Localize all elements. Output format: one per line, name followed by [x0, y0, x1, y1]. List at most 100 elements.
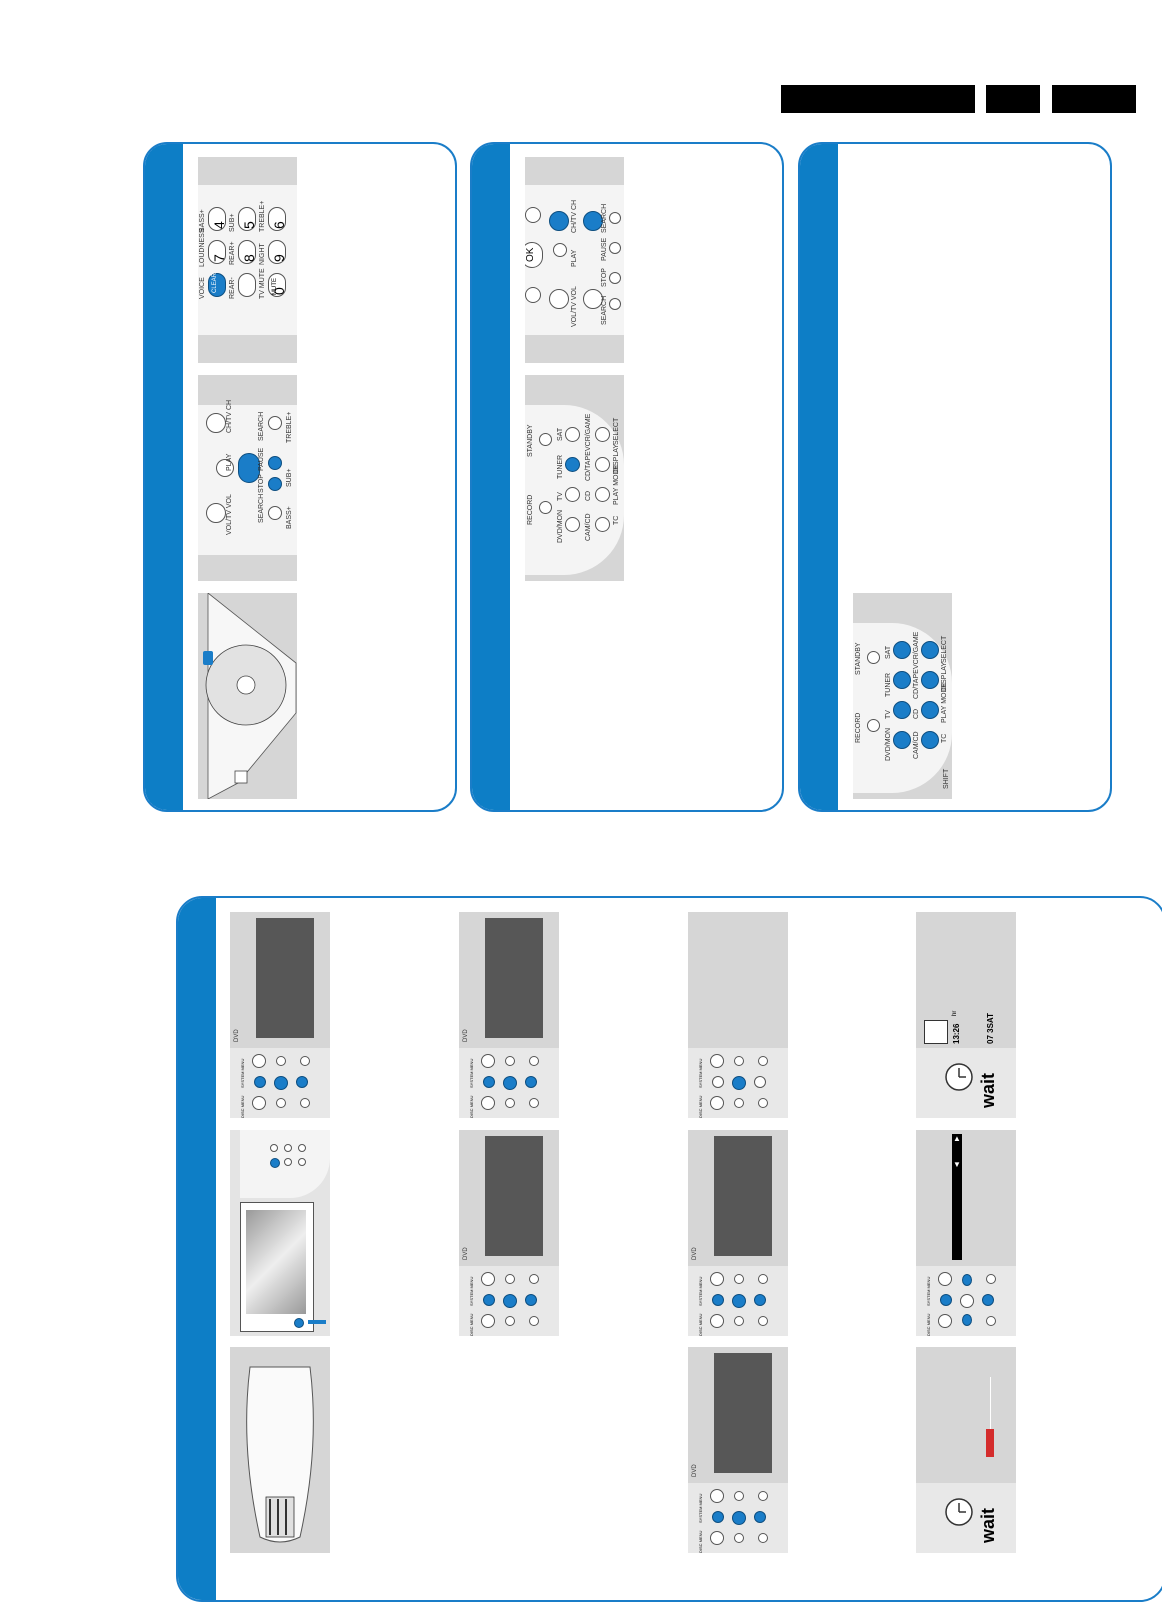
label-display-2: DISPLAY: [941, 661, 948, 691]
header-bar-3: [1052, 85, 1136, 113]
label-vcr-game: VCR/GAME: [585, 413, 592, 451]
tv-screen: [485, 918, 543, 1038]
tv-screen: [485, 1136, 543, 1256]
label-night: NIGHT: [259, 243, 266, 265]
disc-tray-illustration: [198, 593, 297, 799]
disc-menu-label: DISC MENU: [698, 1530, 703, 1553]
label-cd: CD: [585, 490, 592, 501]
label-vol: VOL/TV VOL: [226, 494, 233, 535]
step-card-power-on: [230, 1130, 330, 1336]
label-treble: TREBLE+: [259, 200, 266, 232]
remote-number-keypad: 4 5 6 7 8 9 0 CLEAR MUTE BASS+ SUB+ TREB…: [198, 157, 297, 363]
dvd-logo: DVD: [463, 1247, 469, 1260]
disc-menu-label: DISC MENU: [469, 1313, 474, 1336]
label-search-back: SEARCH: [258, 493, 265, 523]
label-sat: SAT: [557, 427, 564, 441]
label-select-2: SELECT: [941, 635, 948, 663]
label-select: SELECT: [613, 417, 620, 445]
panel-source-select: OK PLAY VOL/TV VOL CH/TV CH SEARCH STOP …: [470, 142, 784, 812]
grid-icon: [924, 1020, 948, 1044]
label-tc-2: TC: [941, 733, 948, 743]
progress-track: [990, 1377, 991, 1457]
remote-navigation-keys: OK PLAY VOL/TV VOL CH/TV CH SEARCH STOP …: [525, 157, 624, 363]
setup-hour: hr: [952, 1010, 958, 1016]
label-pause: PAUSE: [258, 447, 265, 471]
digit-5: 5: [241, 221, 257, 229]
dvd-logo: DVD: [692, 1247, 698, 1260]
panel-source-buttons: RECORD STANDBY DVD/MON TV TUNER SAT CAM/…: [798, 142, 1112, 812]
label-cd-tape-2: CD/TAPE: [913, 669, 920, 699]
label-display: DISPLAY: [613, 443, 620, 473]
label-play: PLAY: [226, 453, 233, 471]
system-menu-label: SYSTEM MENU: [469, 1058, 474, 1088]
label-vol-2: VOL/TV VOL: [571, 286, 578, 327]
system-menu-label: SYSTEM MENU: [698, 1058, 703, 1088]
disc-menu-label: DISC MENU: [698, 1313, 703, 1336]
label-shift: SHIFT: [943, 768, 950, 789]
label-tv-2: TV: [885, 710, 892, 719]
label-record-2: RECORD: [855, 712, 862, 743]
label-ch: CH/TV CH: [226, 399, 233, 433]
label-sub: SUB+: [229, 213, 236, 232]
system-menu-label: SYSTEM MENU: [240, 1058, 245, 1088]
label-tuner: TUNER: [557, 454, 564, 479]
system-menu-label: SYSTEM MENU: [926, 1276, 931, 1306]
header-bar-2: [986, 85, 1040, 113]
step-card-battery-insert: [230, 1347, 330, 1553]
arrow-down-icon: ▼: [953, 1160, 961, 1169]
step-card-tv-menu-3: DVD SYSTEM MENU DISC MENU: [459, 1130, 559, 1336]
clock-icon: [945, 1063, 973, 1091]
clock-icon: [945, 1498, 973, 1526]
arrow-up-icon: ▲: [953, 1134, 961, 1143]
panel-strip: [178, 898, 216, 1600]
label-dvd-mon: DVD/MON: [557, 509, 564, 543]
panel-strip: [145, 144, 183, 810]
power-button: [294, 1318, 304, 1328]
step-card-scroll-bar: ▲ ▼ SYSTEM MENU DISC MENU: [916, 1130, 1016, 1336]
label-loudness: LOUDNESS: [199, 228, 206, 267]
progress-bar: [986, 1429, 994, 1457]
label-tuner-2: TUNER: [885, 672, 892, 697]
scroll-bar: [952, 1134, 962, 1260]
label-tv: TV: [557, 492, 564, 501]
digit-4: 4: [211, 221, 227, 229]
step-card-tv-menu-1: DVD SYSTEM MENU DISC MENU: [230, 912, 330, 1118]
label-tc: TC: [613, 515, 620, 525]
label-standby: STANDBY: [527, 424, 534, 457]
label-stop: STOP: [258, 474, 265, 493]
label-rear-minus: REAR-: [229, 277, 236, 299]
step-card-tv-menu-4: DVD SYSTEM MENU DISC MENU: [688, 1130, 788, 1336]
label-pause-2: PAUSE: [601, 237, 608, 261]
label-cd-tape: CD/TAPE: [585, 451, 592, 481]
label-tv-mute: TV MUTE: [259, 268, 266, 299]
digit-8: 8: [241, 254, 257, 262]
label-play-2: PLAY: [571, 249, 578, 267]
remote-source-keys: RECORD STANDBY DVD/MON TV TUNER SAT CAM/…: [525, 375, 624, 581]
label-cd-2: CD: [913, 708, 920, 719]
mute-key-label: MUTE: [272, 278, 278, 295]
step-card-tv-menu-2: DVD SYSTEM MENU DISC MENU: [459, 912, 559, 1118]
tv-screen: [714, 1353, 772, 1473]
step-card-blank-menu: SYSTEM MENU DISC MENU: [688, 912, 788, 1118]
label-sat-2: SAT: [885, 645, 892, 659]
disc-menu-label: DISC MENU: [926, 1313, 931, 1336]
dvd-logo: DVD: [234, 1029, 240, 1042]
wait-label: wait: [978, 1072, 998, 1108]
remote-source-keys-all: RECORD STANDBY DVD/MON TV TUNER SAT CAM/…: [853, 593, 952, 799]
label-search-fwd: SEARCH: [258, 411, 265, 441]
tv-screen: [714, 1136, 772, 1256]
panel-disc-playback: 4 5 6 7 8 9 0 CLEAR MUTE BASS+ SUB+ TREB…: [143, 142, 457, 812]
digit-9: 9: [271, 254, 287, 262]
clear-key-label: CLEAR: [212, 272, 218, 293]
remote-battery-icon: [246, 1366, 314, 1543]
label-treble-2: TREBLE+: [286, 411, 293, 443]
panel-strip: [800, 144, 838, 810]
disc-icon: [203, 593, 297, 799]
arrow-icon: [308, 1320, 326, 1324]
step-card-tv-menu-5: DVD SYSTEM MENU DISC MENU: [688, 1347, 788, 1553]
header-bar-1: [781, 85, 975, 113]
system-menu-label: SYSTEM MENU: [698, 1493, 703, 1523]
digit-6: 6: [271, 221, 287, 229]
label-cam: CAM/CD: [585, 513, 592, 541]
system-menu-label: SYSTEM MENU: [469, 1276, 474, 1306]
